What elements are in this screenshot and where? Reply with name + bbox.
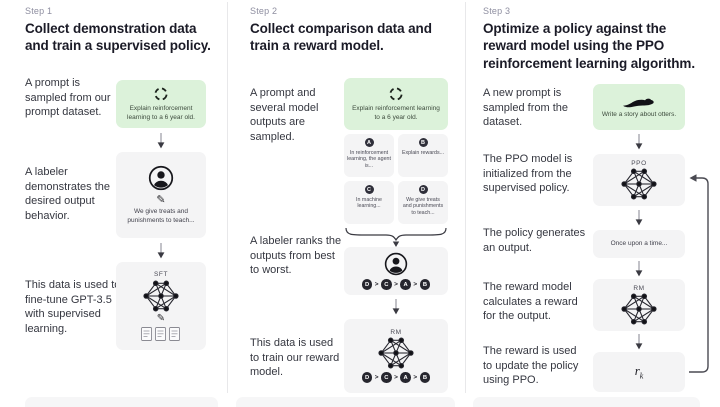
rank-separator: > bbox=[374, 374, 379, 381]
step-2-annotation-sample: A prompt and several model outputs are s… bbox=[250, 87, 319, 143]
step-2-label: Step 2 bbox=[250, 6, 278, 16]
reward-card: rk bbox=[593, 352, 685, 392]
ranking-row: D > C > A > B bbox=[361, 372, 431, 383]
down-arrow-icon bbox=[156, 132, 166, 154]
labeler-card-step1: ✎ We give treats and punishments to teac… bbox=[116, 152, 206, 238]
output-letter: D bbox=[418, 185, 428, 194]
rank-letter: B bbox=[419, 372, 431, 383]
column-divider bbox=[465, 2, 466, 393]
step-3-annotation-prompt: A new prompt is sampled from the dataset… bbox=[483, 87, 568, 129]
cropped-card-edge bbox=[25, 397, 218, 407]
step-2-annotation-train-rm: This data is used to train our reward mo… bbox=[250, 337, 340, 379]
prompt-card-step1: Explain reinforcement learning to a 6 ye… bbox=[116, 80, 206, 128]
rank-letter: A bbox=[400, 372, 411, 383]
ppo-card: PPO bbox=[593, 154, 685, 206]
rank-letter: B bbox=[419, 279, 431, 290]
output-card-d: D We give treats and punishments to teac… bbox=[398, 181, 448, 224]
labeler-icon bbox=[148, 165, 174, 191]
rank-letter: A bbox=[400, 279, 411, 290]
ppo-label: PPO bbox=[631, 160, 647, 167]
policy-output-text: Once upon a time... bbox=[610, 239, 668, 247]
pencil-icon: ✎ bbox=[156, 313, 166, 324]
output-card-c: C In machine learning... bbox=[344, 181, 394, 224]
down-arrow-icon bbox=[391, 298, 401, 320]
cycle-icon bbox=[388, 86, 404, 103]
network-icon bbox=[143, 280, 179, 312]
rank-separator: > bbox=[413, 374, 418, 381]
rank-separator: > bbox=[394, 281, 398, 288]
rank-separator: > bbox=[413, 281, 418, 288]
otter-icon bbox=[623, 98, 654, 108]
prompt-card-step2: Explain reinforcement learning to a 6 ye… bbox=[344, 78, 448, 130]
rank-separator: > bbox=[394, 374, 398, 381]
step-2-heading: Collect comparison data and train a rewa… bbox=[250, 21, 432, 54]
pencil-icon: ✎ bbox=[156, 193, 166, 207]
cropped-card-edge bbox=[236, 397, 455, 407]
output-text: We give treats and punishments to teach.… bbox=[402, 196, 444, 216]
step-2-annotation-rank: A labeler ranks the outputs from best to… bbox=[250, 235, 342, 277]
down-arrow-icon bbox=[156, 242, 166, 264]
output-card-b: B Explain rewards... bbox=[398, 134, 448, 177]
step-1-annotation-labeler: A labeler demonstrates the desired outpu… bbox=[25, 166, 110, 222]
step-3-label: Step 3 bbox=[483, 6, 511, 16]
output-letter: C bbox=[364, 185, 374, 194]
reward-symbol: rk bbox=[634, 363, 644, 381]
network-icon bbox=[621, 293, 657, 325]
cycle-icon bbox=[153, 86, 169, 103]
step-3-annotation-ppo-init: The PPO model is initialized from the su… bbox=[483, 153, 573, 195]
prompt-text: Explain reinforcement learning to a 6 ye… bbox=[127, 105, 195, 121]
prompt-text: Write a story about otters. bbox=[601, 111, 677, 119]
rm-label: RM bbox=[633, 285, 645, 292]
rank-letter: C bbox=[381, 279, 392, 290]
rm-card-step2: RM D > C > A > B bbox=[344, 319, 448, 393]
network-icon bbox=[621, 168, 657, 200]
output-text: In machine learning... bbox=[356, 196, 382, 210]
output-letter: A bbox=[364, 138, 374, 147]
labeler-demo-text: We give treats and punishments to teach.… bbox=[127, 208, 195, 224]
down-arrow-icon bbox=[634, 133, 644, 155]
labeler-card-step2: D > C > A > B bbox=[344, 247, 448, 295]
rank-letter: D bbox=[361, 279, 373, 290]
step-1-heading: Collect demonstration data and train a s… bbox=[25, 21, 211, 54]
step-1-label: Step 1 bbox=[25, 6, 53, 16]
output-card-a: A In reinforcement learning, the agent i… bbox=[344, 134, 394, 177]
step-3-annotation-reward-calc: The reward model calculates a reward for… bbox=[483, 281, 578, 323]
step-1-annotation-prompt: A prompt is sampled from our prompt data… bbox=[25, 77, 111, 119]
sft-card: SFT ✎ bbox=[116, 262, 206, 350]
sft-label: SFT bbox=[153, 271, 169, 278]
network-icon bbox=[378, 337, 414, 369]
feedback-loop-arrow bbox=[689, 174, 709, 373]
cropped-card-edge bbox=[473, 397, 700, 407]
prompt-text: Explain reinforcement learning to a 6 ye… bbox=[352, 105, 440, 121]
policy-output-card: Once upon a time... bbox=[593, 230, 685, 258]
prompt-card-step3: Write a story about otters. bbox=[593, 84, 685, 130]
output-text: Explain rewards... bbox=[401, 149, 445, 156]
rm-label: RM bbox=[390, 329, 402, 337]
column-divider bbox=[227, 2, 228, 393]
step-1-annotation-finetune: This data is used to fine-tune GPT-3.5 w… bbox=[25, 279, 121, 335]
step-3-heading: Optimize a policy against the reward mod… bbox=[483, 21, 695, 71]
output-text: In reinforcement learning, the agent is.… bbox=[347, 149, 391, 169]
curly-brace-icon bbox=[345, 227, 447, 247]
rm-card-step3: RM bbox=[593, 279, 685, 331]
output-letter: B bbox=[418, 138, 428, 147]
rank-letter: D bbox=[361, 372, 373, 383]
rank-letter: C bbox=[381, 372, 392, 383]
step-3-annotation-update: The reward is used to update the policy … bbox=[483, 345, 579, 387]
documents-icon bbox=[141, 327, 180, 341]
labeler-icon bbox=[384, 253, 408, 276]
ranking-row: D > C > A > B bbox=[361, 279, 431, 290]
down-arrow-icon bbox=[634, 209, 644, 231]
step-3-annotation-output: The policy generates an output. bbox=[483, 227, 586, 254]
rank-separator: > bbox=[374, 281, 379, 288]
